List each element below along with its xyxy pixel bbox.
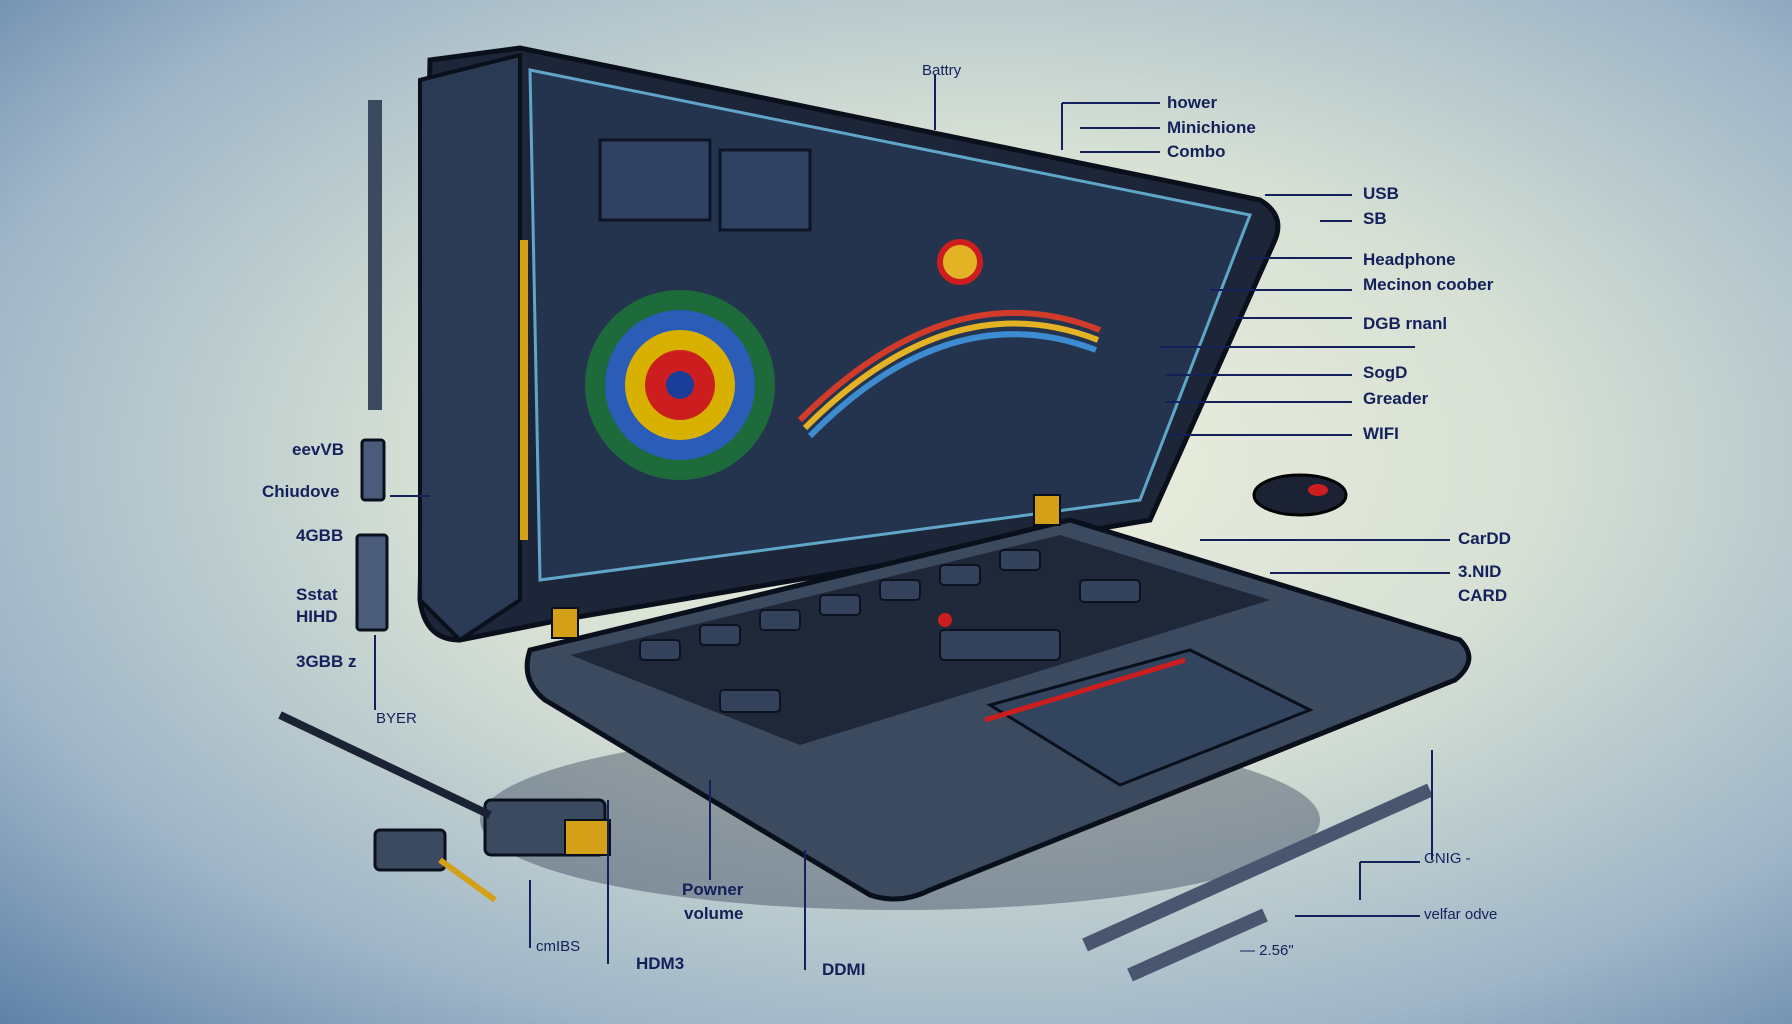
screen-icon: [937, 239, 983, 285]
pencil: [1127, 908, 1268, 982]
trackpad: [986, 648, 1314, 787]
mouse: [1252, 473, 1348, 517]
screen-rainbow: [797, 309, 1102, 423]
label-sb: SB: [1363, 209, 1387, 228]
label-sogd: SogD: [1363, 363, 1408, 382]
label-mecinon: Mecinon coober: [1363, 275, 1494, 294]
pencil-stripe: [520, 240, 528, 540]
label-battery: Battry: [922, 62, 962, 79]
label-3gbb: 3GBB z: [296, 652, 357, 671]
hinge: [551, 607, 579, 639]
trackpad-buttons: [984, 657, 1186, 723]
label-greader: Greader: [1363, 389, 1429, 408]
screen-window: [718, 148, 812, 232]
audio-plug: [373, 828, 447, 872]
label-hdm3: HDM3: [636, 954, 685, 973]
label-cmibs: cmIBS: [536, 938, 581, 955]
label-nid: 3.NID: [1458, 562, 1502, 581]
label-byer: BYER: [376, 710, 417, 727]
label-wifi: WIFI: [1363, 424, 1399, 443]
trackpoint: [938, 613, 952, 627]
usb-stick: [360, 438, 386, 502]
label-eevvb: eevVB: [292, 440, 344, 459]
label-cnig: CNIG -: [1424, 850, 1471, 867]
label-combo: Combo: [1167, 142, 1226, 161]
label-dgb: DGB rnanl: [1363, 314, 1448, 333]
laptop-side: [418, 52, 522, 643]
label-ddmi: DDMI: [822, 960, 866, 979]
label-usb: USB: [1363, 184, 1399, 203]
label-powner: Powner: [682, 880, 744, 899]
label-hower: hower: [1167, 93, 1218, 112]
label-sstat: Sstat: [296, 585, 338, 604]
leader-lines: [374, 75, 1450, 970]
screen-window: [598, 138, 712, 222]
label-size: — 2.56": [1240, 942, 1294, 959]
usb-stick: [355, 533, 389, 632]
label-volume: volume: [684, 904, 744, 923]
keys: [639, 549, 1141, 713]
label-microphone: Minichione: [1167, 118, 1256, 137]
label-cardd: CarDD: [1458, 529, 1511, 548]
label-headphone: Headphone: [1363, 250, 1456, 269]
pencil: [1082, 783, 1433, 952]
hinge: [1033, 494, 1061, 526]
cable: [278, 711, 492, 819]
label-velfar: velfar odve: [1424, 906, 1498, 923]
label-4gbb: 4GBB: [296, 526, 344, 545]
label-chiudove: Chiudove: [262, 482, 340, 501]
label-hihd: HIHD: [296, 607, 338, 626]
label-card: CARD: [1458, 586, 1508, 605]
